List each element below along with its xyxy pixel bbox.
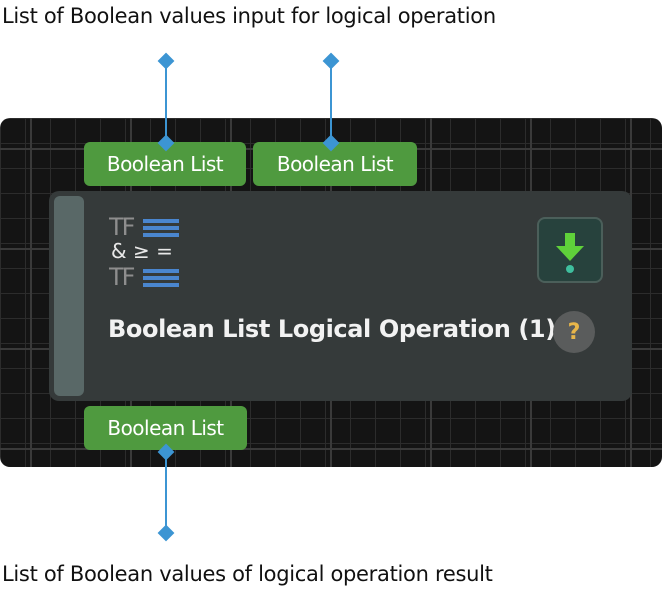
icon-operators: & ≥ = <box>111 239 173 263</box>
bottom-annotation-caption: List of Boolean values of logical operat… <box>2 562 493 586</box>
output-port[interactable]: Boolean List <box>84 406 247 450</box>
node-selection-strip <box>54 196 84 396</box>
input-port-2[interactable]: Boolean List <box>253 142 417 186</box>
node-title: Boolean List Logical Operation (1) <box>108 315 556 343</box>
run-step-icon <box>556 233 584 273</box>
top-annotation-caption: List of Boolean values input for logical… <box>2 4 496 28</box>
help-button[interactable]: ? <box>553 311 595 353</box>
boolean-list-logical-operation-node[interactable]: TF & ≥ = TF Boolean List Logical Operati… <box>49 191 632 401</box>
run-step-button[interactable] <box>537 217 603 283</box>
question-icon: ? <box>567 319 581 345</box>
icon-tf-bottom: TF <box>109 263 135 291</box>
icon-tf-top: TF <box>109 213 135 241</box>
boolean-logic-icon: TF & ≥ = TF <box>109 213 179 291</box>
